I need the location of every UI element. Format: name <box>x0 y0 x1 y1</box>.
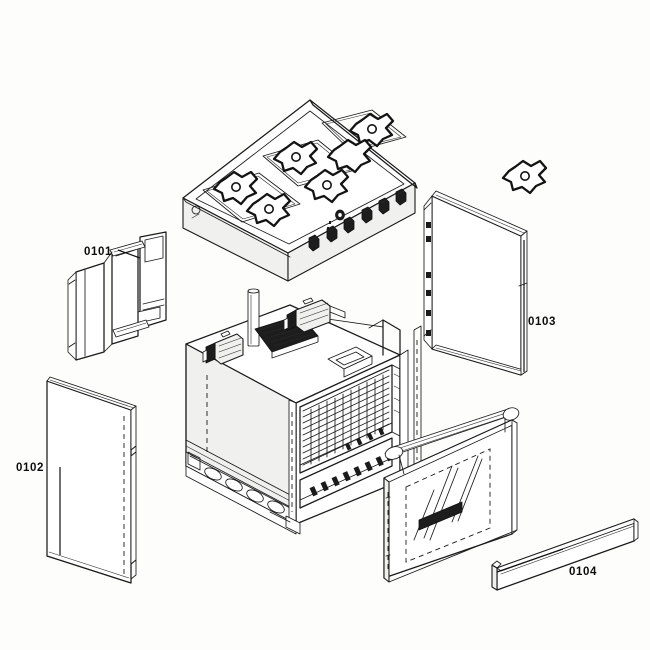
right-side-panel-slot-group <box>426 222 431 336</box>
knob-6[interactable] <box>308 234 320 252</box>
mount-slot-2 <box>426 236 431 242</box>
knob-1[interactable] <box>395 188 407 206</box>
cooktop-marker-dot-1 <box>329 221 331 224</box>
cooktop-left-lip <box>182 197 291 258</box>
mount-slot-6 <box>426 330 431 336</box>
toe-kick-left-cap <box>491 564 498 591</box>
burner-module-left <box>202 330 244 365</box>
oven-door-badge <box>418 501 463 531</box>
liner-panel-back-rib <box>142 298 165 305</box>
left-side-panel-top-flange-line <box>49 379 135 409</box>
chassis-corner-post-face <box>288 399 297 525</box>
cooktop-left-detail-hole <box>191 205 201 215</box>
oven-chassis[interactable] <box>185 288 422 535</box>
chassis-left-mid-rail-2 <box>185 445 297 505</box>
knob-2[interactable] <box>378 197 390 215</box>
chassis-rear-top-rail <box>368 319 384 329</box>
left-side-panel-bottom-notch <box>130 559 137 580</box>
right-side-panel-bottom-flange-line <box>435 347 522 372</box>
burner-mid-front[interactable] <box>303 168 350 204</box>
burner-rear-right[interactable] <box>348 112 395 148</box>
cooktop-marker-dot-2 <box>327 227 329 230</box>
callout-label-0101[interactable]: 0101 <box>84 246 112 258</box>
mount-slot-3 <box>426 272 431 278</box>
left-side-panel-bottom-edge <box>46 555 132 584</box>
liner-connector-bottom <box>103 343 113 353</box>
cooktop-knob-row[interactable] <box>308 188 407 252</box>
oven-door-right-edge <box>511 419 518 535</box>
liner-panel-back-cutout <box>144 235 164 263</box>
callout-label-0102[interactable]: 0102 <box>16 462 44 474</box>
knob-4[interactable] <box>343 216 355 234</box>
right-side-panel-flange-top-tab <box>423 202 432 211</box>
left-side-panel[interactable] <box>46 376 137 584</box>
left-side-panel-right-flange-lower <box>130 451 137 565</box>
toe-kick-left-tab <box>491 560 502 569</box>
chassis-far-right-bracket <box>413 325 422 471</box>
liner-panel-middle-top-flange <box>109 240 146 257</box>
callout-label-0104[interactable]: 0104 <box>569 566 597 578</box>
left-side-panel-bottom-edge-2 <box>48 551 130 579</box>
callout-label-0103[interactable]: 0103 <box>528 316 556 328</box>
liner-panel-back <box>139 231 167 329</box>
liner-panel-front-tab-top <box>68 279 76 285</box>
liner-panel-middle-bottom-flange <box>112 319 150 338</box>
chassis-front-foot <box>285 515 301 535</box>
liner-panel-front-tab-bottom <box>68 342 76 348</box>
chassis-left-bracket-line <box>190 454 198 459</box>
side-liner-panel-set[interactable] <box>67 231 167 361</box>
burner-mid-right[interactable] <box>501 159 548 195</box>
mount-slot-5 <box>426 310 431 316</box>
liner-connector-top <box>103 251 113 264</box>
chassis-right-edge-face <box>399 349 409 482</box>
chassis-rear-right-bracket <box>382 319 401 356</box>
right-side-panel-edge-notch <box>518 282 528 287</box>
right-side-panel-top-flange-line <box>435 194 525 234</box>
burner-front-center[interactable] <box>245 192 292 228</box>
liner-panel-back-rib-2 <box>142 304 165 311</box>
burner-front-left[interactable] <box>212 170 259 206</box>
mount-slot-1 <box>426 222 431 228</box>
toe-kick-score-line <box>500 525 635 575</box>
right-side-panel-flange-bottom-tab <box>423 329 432 337</box>
lower-vent-slots-2 <box>299 422 393 466</box>
cooktop-assembly[interactable] <box>182 99 548 282</box>
oven-door-bottom-edge <box>388 529 518 583</box>
chassis-bottom-edge <box>269 511 291 523</box>
cooktop-deck-inner-outline <box>195 110 405 245</box>
chassis-left-mid-rail <box>185 439 297 499</box>
oven-door-handle[interactable] <box>384 406 521 475</box>
burner-rear-center[interactable] <box>326 138 373 174</box>
burner-middle[interactable] <box>272 140 319 176</box>
oven-door[interactable] <box>383 406 521 583</box>
right-side-panel[interactable] <box>423 190 528 376</box>
grate-well-rear-inner <box>325 112 402 150</box>
left-side-panel-right-flange-upper <box>130 405 137 451</box>
chassis-left-bracket <box>187 451 201 471</box>
grate-well-rear <box>321 109 407 153</box>
leader-0104 <box>496 548 564 573</box>
leader-0101 <box>117 249 141 259</box>
chassis-top-bracket <box>327 346 373 378</box>
knob-5[interactable] <box>326 225 338 243</box>
liner-panel-front-return <box>67 271 77 361</box>
liner-panel-front <box>75 262 105 361</box>
vent-pipe <box>247 288 260 347</box>
toe-kick-right-cap <box>633 518 639 542</box>
oven-cavity-rails <box>299 364 401 474</box>
liner-panel-middle-bottom-flange-line <box>116 322 147 333</box>
toe-kick-plate[interactable] <box>491 518 639 591</box>
knob-3[interactable] <box>361 206 373 224</box>
oven-door-hinge-upper <box>385 496 391 499</box>
cooktop-left-detail-mark <box>191 213 200 219</box>
cooktop-indicator-dial <box>335 209 345 221</box>
mount-slot-4 <box>426 290 431 296</box>
burner-module-right <box>283 297 346 333</box>
